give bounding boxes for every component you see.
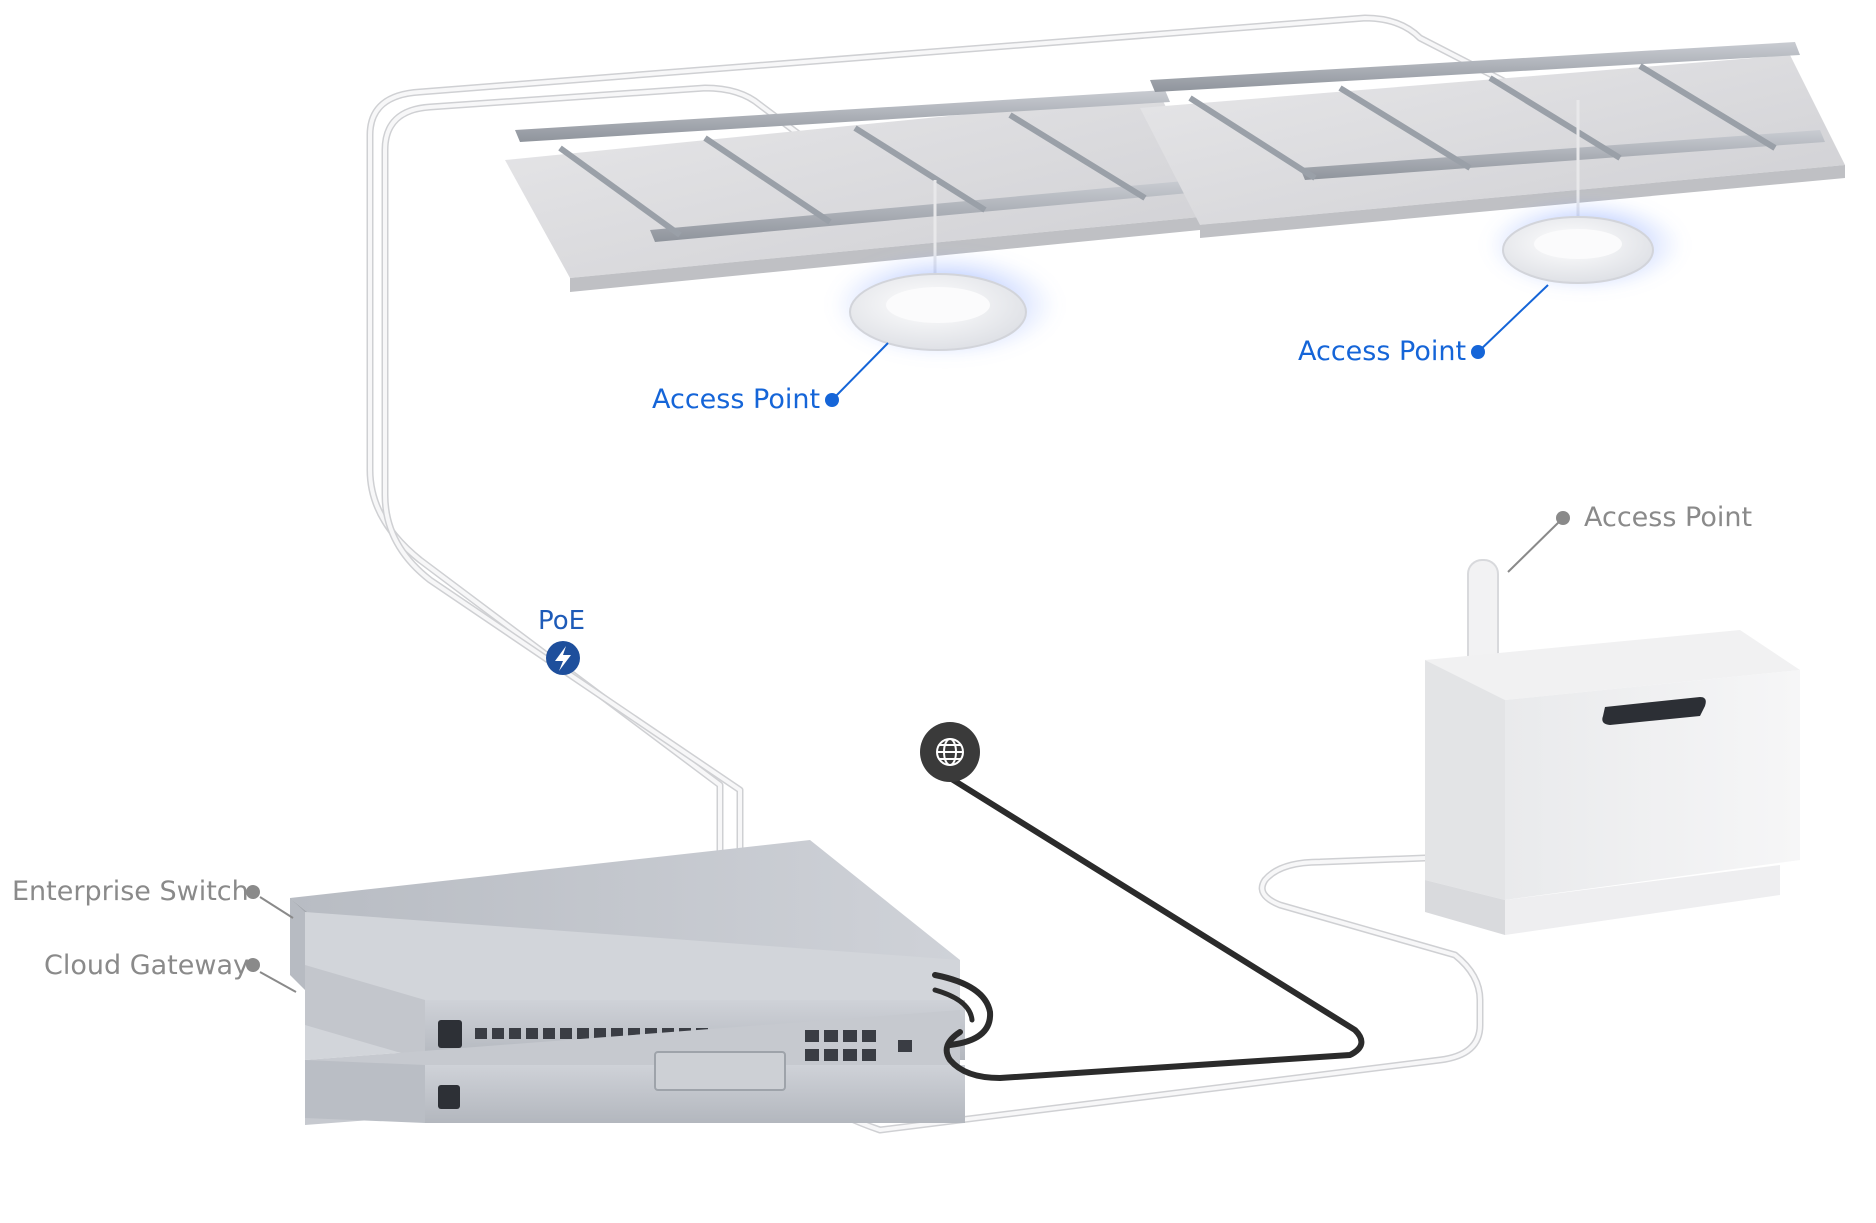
lightning-bolt-icon xyxy=(555,646,571,671)
cloud-gateway-label: Cloud Gateway xyxy=(44,950,249,981)
cloud-gateway xyxy=(305,1010,965,1125)
ap-right-marker xyxy=(1471,345,1485,359)
switch-display xyxy=(438,1020,462,1048)
gateway-ports xyxy=(805,1030,912,1061)
poe-label: PoE xyxy=(538,606,586,636)
access-point-label-left: Access Point xyxy=(652,384,821,415)
device-leaders xyxy=(246,885,297,993)
ceiling-ap-left xyxy=(830,250,1060,360)
outdoor-ap-enclosure xyxy=(1425,559,1800,935)
internet-badge xyxy=(920,722,980,782)
ap-left-marker xyxy=(825,393,839,407)
ceiling-ap-right xyxy=(1485,197,1685,293)
internet-cable xyxy=(932,775,1365,1081)
enterprise-switch xyxy=(290,840,965,1060)
gateway-display xyxy=(438,1085,460,1109)
ceiling-panel-left xyxy=(505,90,1220,292)
outdoor-ap-leader xyxy=(1507,517,1564,573)
poe-badge xyxy=(546,641,580,675)
access-point-label-right: Access Point xyxy=(1298,336,1467,367)
access-point-label-outdoor: Access Point xyxy=(1584,502,1753,533)
outdoor-ap-marker xyxy=(1556,511,1570,525)
globe-icon xyxy=(936,738,964,766)
leader-lines xyxy=(831,284,1549,401)
ceiling-panel-right xyxy=(1140,42,1845,238)
enterprise-switch-label: Enterprise Switch xyxy=(12,876,249,907)
